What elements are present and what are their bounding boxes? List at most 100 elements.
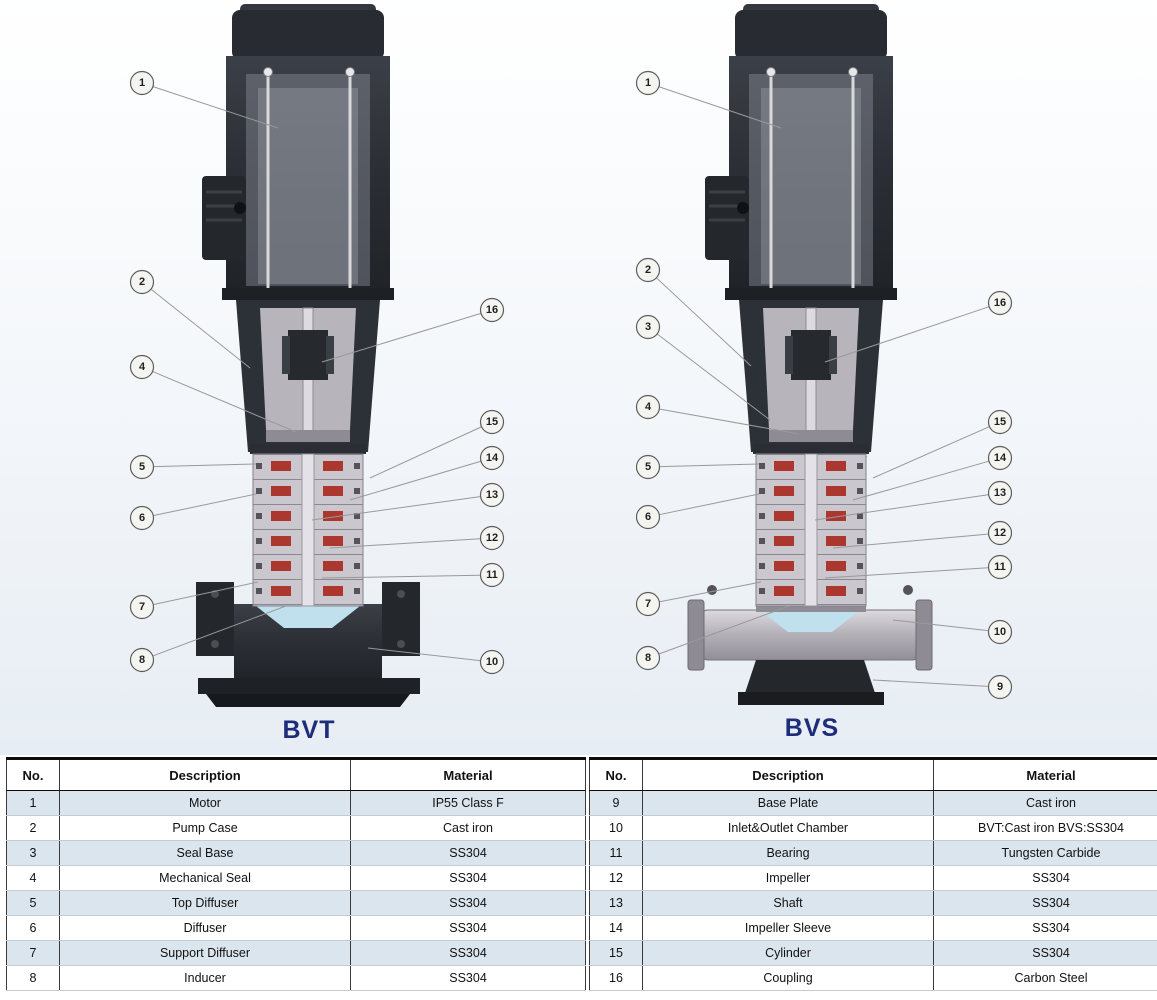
callout-12 [479,525,505,551]
part-material: Cast iron [350,815,586,841]
callout-number: 4 [139,361,146,373]
callout-12 [987,520,1013,546]
part-description: Mechanical Seal [59,865,351,891]
callout-1 [129,70,155,96]
part-description: Impeller [642,865,934,891]
callout-leader-4 [152,371,297,433]
callout-leader-10 [367,647,481,662]
part-no: 12 [589,865,643,891]
callout-leader-1 [153,86,279,129]
callout-number: 8 [645,652,651,664]
callout-4 [129,354,155,380]
callout-number: 10 [486,656,498,668]
part-material: SS304 [350,840,586,866]
header-no: No. [6,757,60,791]
part-material: SS304 [350,890,586,916]
callout-11 [479,562,505,588]
table-header-row: No. Description Material [589,757,1157,791]
part-no: 3 [6,840,60,866]
callout-leader-16 [321,313,481,363]
callout-number: 15 [994,416,1006,428]
callout-number: 11 [486,569,498,581]
callout-leader-8 [659,605,790,655]
callout-leader-5 [659,463,760,468]
part-no: 2 [6,815,60,841]
callout-1 [635,70,661,96]
callout-leader-3 [657,333,771,421]
callout-5 [129,454,155,480]
callout-number: 6 [139,512,145,524]
part-no: 6 [6,915,60,941]
bvs-pump-illustration [703,2,899,608]
callout-leader-13 [311,496,481,521]
bvt-label: BVT [282,716,336,744]
part-no: 1 [6,790,60,816]
header-material: Material [933,757,1157,791]
callout-leader-11 [321,574,481,579]
callout-number: 11 [994,561,1006,573]
callout-10 [987,619,1013,645]
callout-11 [987,554,1013,580]
callout-leader-7 [659,581,762,603]
callout-leader-2 [656,277,752,367]
callout-14 [987,445,1013,471]
callout-number: 14 [486,452,499,464]
callout-number: 12 [994,527,1006,539]
part-description: Inlet&Outlet Chamber [642,815,934,841]
callout-number: 13 [994,487,1006,499]
callout-leader-11 [824,567,989,579]
callout-leader-13 [814,494,989,521]
table-header-row: No. Description Material [6,757,586,791]
part-material: SS304 [933,940,1157,966]
part-material: Carbon Steel [933,965,1157,991]
part-no: 7 [6,940,60,966]
part-no: 11 [589,840,643,866]
callout-2 [129,269,155,295]
part-no: 15 [589,940,643,966]
callout-number: 4 [645,401,652,413]
callout-16 [479,297,505,323]
callout-number: 15 [486,416,498,428]
callout-13 [479,482,505,508]
part-description: Seal Base [59,840,351,866]
part-description: Bearing [642,840,934,866]
callout-number: 14 [994,452,1007,464]
part-material: IP55 Class F [350,790,586,816]
part-description: Shaft [642,890,934,916]
part-material: SS304 [933,865,1157,891]
part-no: 5 [6,890,60,916]
callout-leader-15 [872,426,990,479]
callout-2 [635,257,661,283]
callout-leader-9 [872,679,989,687]
part-material: BVT:Cast iron BVS:SS304 [933,815,1157,841]
callout-7 [129,594,155,620]
callout-10 [479,649,505,675]
callout-leader-14 [852,460,989,501]
part-material: SS304 [350,865,586,891]
part-description: Top Diffuser [59,890,351,916]
part-material: SS304 [350,965,586,991]
callout-leader-12 [832,533,989,549]
callout-7 [635,591,661,617]
callout-number: 6 [645,511,651,523]
bvs-label: BVS [784,714,840,742]
callout-5 [635,454,661,480]
part-material: SS304 [933,890,1157,916]
callout-15 [479,409,505,435]
